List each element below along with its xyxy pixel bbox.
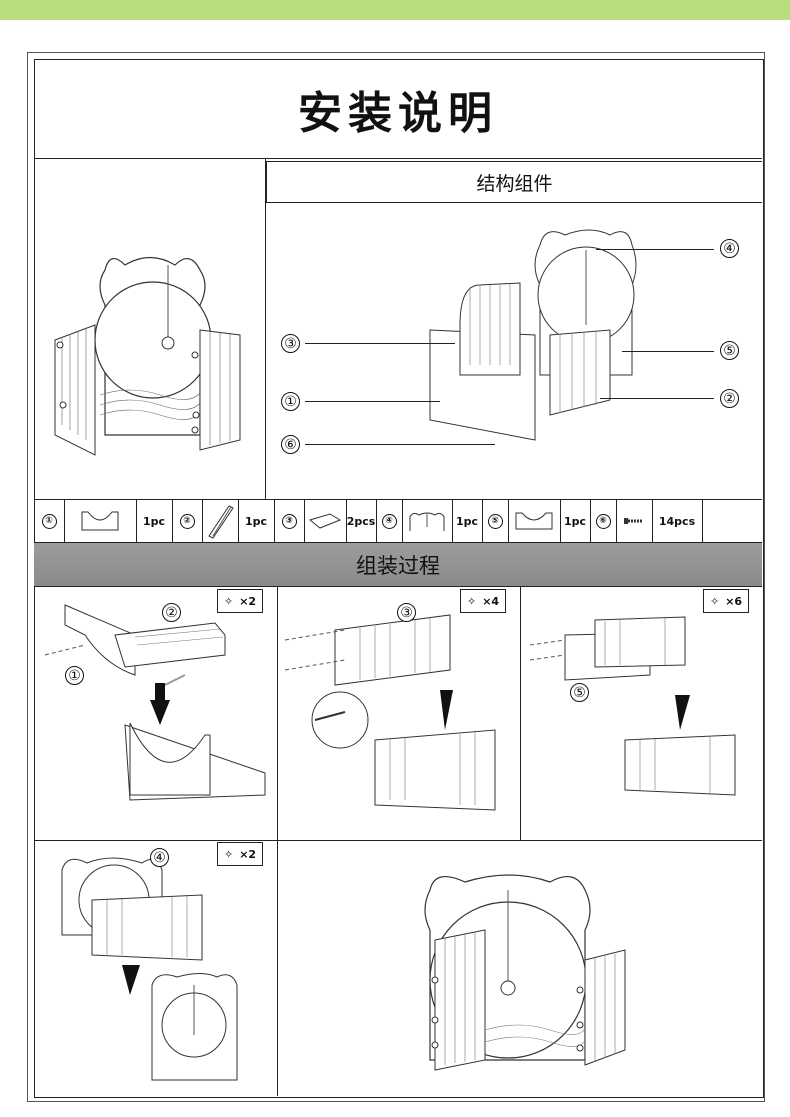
callout-line-5	[622, 351, 714, 352]
step-4-illustration	[61, 857, 238, 1081]
callout-line-1	[305, 401, 440, 402]
part-1-icon	[64, 500, 137, 542]
step-2-illustration	[284, 614, 496, 811]
step-1-illustration	[44, 604, 266, 801]
page-title: 安装说明	[34, 59, 762, 159]
part-3-number: ③	[274, 500, 305, 542]
outer-frame	[27, 52, 765, 1102]
step-4-screw-count: ✧×2	[217, 842, 264, 866]
structure-left-panel	[34, 159, 266, 499]
grid-vline-1	[277, 587, 278, 1096]
callout-1: ①	[281, 392, 300, 411]
step-3-label-5: ⑤	[570, 683, 589, 702]
part-1-number: ①	[34, 500, 65, 542]
part-1-qty: 1pc	[136, 500, 173, 542]
callout-line-2	[600, 398, 714, 399]
part-5-qty: 1pc	[560, 500, 591, 542]
grid-vline-2	[520, 587, 521, 840]
step-1-label-2: ②	[162, 603, 181, 622]
step-1-screw-count: ✧×2	[217, 589, 264, 613]
parts-list: ① 1pc ② 1pc ③ 2pcs ④ 1pc ⑤ 1pc ⑥ 14pcs	[34, 499, 762, 543]
screw-icon: ✧	[710, 594, 720, 608]
part-2-number: ②	[172, 500, 203, 542]
part-3-icon	[304, 500, 347, 542]
callout-5: ⑤	[720, 341, 739, 360]
part-3-qty: 2pcs	[346, 500, 377, 542]
callout-line-4	[596, 249, 714, 250]
step-4-label-4: ④	[150, 848, 169, 867]
screw-icon: ✧	[224, 847, 234, 861]
part-5-number: ⑤	[482, 500, 509, 542]
step-2-screw-count: ✧×4	[460, 589, 507, 613]
screw-icon	[616, 500, 653, 542]
exploded-view-illustration	[429, 229, 637, 441]
grid-hline	[34, 840, 762, 841]
part-2-qty: 1pc	[238, 500, 275, 542]
assembly-header: 组装过程	[34, 543, 762, 587]
step-2-label-3: ③	[397, 603, 416, 622]
structure-header: 结构组件	[266, 161, 762, 203]
callout-line-6	[305, 444, 495, 445]
callout-2: ②	[720, 389, 739, 408]
part-2-icon	[202, 500, 239, 542]
callout-4: ④	[720, 239, 739, 258]
step-3-screw-count: ✧×6	[703, 589, 750, 613]
part-6-number: ⑥	[590, 500, 617, 542]
step-3-illustration	[529, 616, 736, 796]
part-4-number: ④	[376, 500, 403, 542]
callout-line-3	[305, 343, 455, 344]
cat-bed-illustration	[54, 256, 241, 456]
part-6-qty: 14pcs	[652, 500, 703, 542]
part-4-icon	[402, 500, 453, 542]
screw-icon: ✧	[224, 594, 234, 608]
part-5-icon	[508, 500, 561, 542]
top-accent-bar	[0, 0, 790, 20]
callout-3: ③	[281, 334, 300, 353]
part-4-qty: 1pc	[452, 500, 483, 542]
final-assembly-illustration	[424, 874, 626, 1071]
step-1-label-1: ①	[65, 666, 84, 685]
screw-icon: ✧	[467, 594, 477, 608]
callout-6: ⑥	[281, 435, 300, 454]
